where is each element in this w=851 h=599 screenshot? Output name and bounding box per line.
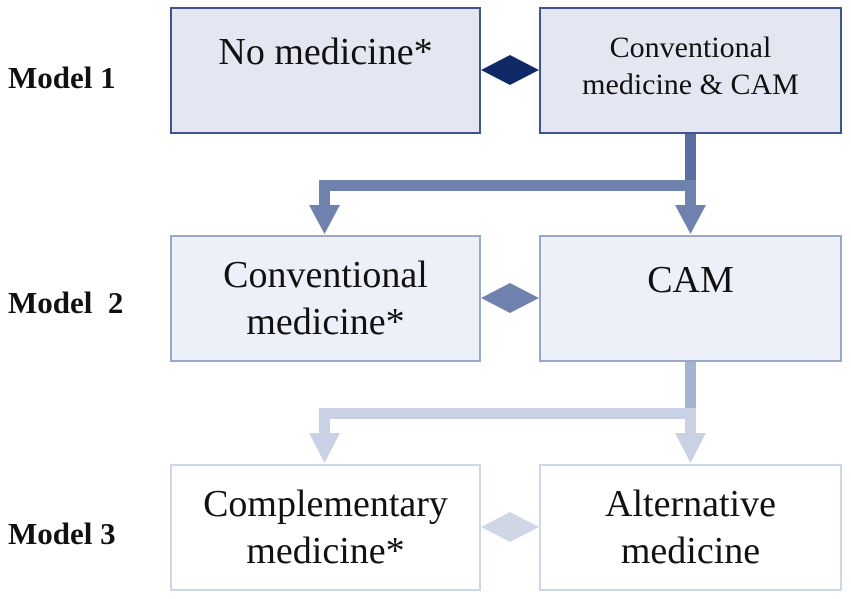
box-conventional-medicine-line-2: medicine* xyxy=(246,300,405,343)
box-cam-label: CAM xyxy=(647,259,734,301)
box-alternative-medicine-line-2: medicine xyxy=(620,529,761,572)
diamond-model-2 xyxy=(481,283,539,313)
box-conventional-and-cam-line-2: medicine & CAM xyxy=(582,67,799,101)
box-complementary-medicine-line-2: medicine* xyxy=(246,529,405,572)
box-no-medicine-label: No medicine* xyxy=(218,31,433,73)
connector-model2-to-model3 xyxy=(309,362,706,463)
connector-model1-to-model2 xyxy=(309,134,706,234)
box-complementary-medicine: Complementary medicine* xyxy=(170,464,481,591)
box-alternative-medicine-line-1: Alternative xyxy=(605,483,776,526)
box-complementary-medicine-line-1: Complementary xyxy=(203,483,448,526)
model-2-label: Model 2 xyxy=(8,285,124,320)
box-conventional-and-cam-line-1: Conventional xyxy=(609,30,772,64)
diamond-model-1 xyxy=(481,55,539,85)
model-3-label: Model 3 xyxy=(8,516,116,551)
box-conventional-medicine: Conventional medicine* xyxy=(170,235,481,362)
box-conventional-and-cam: Conventional medicine & CAM xyxy=(539,7,842,134)
box-no-medicine: No medicine* xyxy=(170,7,481,134)
box-alternative-medicine: Alternative medicine xyxy=(539,464,842,591)
diamond-model-3 xyxy=(481,512,539,542)
box-conventional-medicine-line-1: Conventional xyxy=(223,254,428,297)
box-cam: CAM xyxy=(539,235,842,362)
model-1-label: Model 1 xyxy=(8,60,116,95)
